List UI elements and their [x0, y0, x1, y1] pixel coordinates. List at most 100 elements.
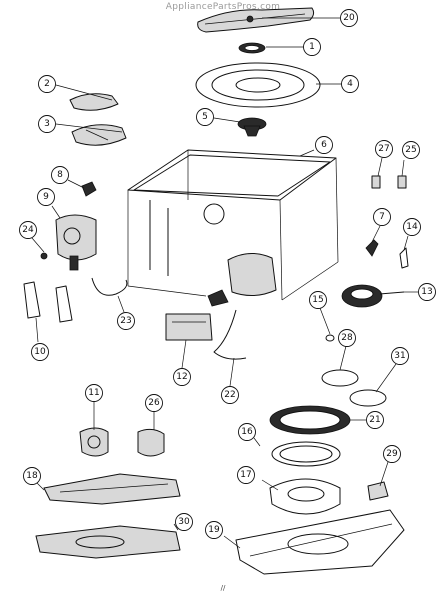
callout-circle	[37, 188, 55, 206]
callout-number: 8	[57, 170, 63, 180]
callout-circle	[19, 221, 37, 239]
callout-13: 13	[418, 283, 436, 301]
part-base-tray	[35, 525, 181, 559]
callout-number: 20	[343, 13, 355, 23]
callout-circle	[237, 466, 255, 484]
callout-6: 6	[315, 136, 333, 154]
callout-15: 15	[309, 291, 327, 309]
part-filter-disc	[195, 62, 321, 108]
callout-26: 26	[145, 394, 163, 412]
callout-number: 6	[321, 140, 327, 150]
callout-circle	[23, 467, 41, 485]
part-base-front	[43, 473, 181, 505]
callout-number: 1	[309, 42, 315, 52]
part-spray-arm-upper	[197, 7, 315, 33]
part-drain-hose	[91, 277, 128, 296]
callout-circle	[402, 141, 420, 159]
part-tub	[127, 149, 339, 307]
watermark-text: AppliancePartsPros.com	[165, 2, 281, 12]
callout-number: 29	[386, 449, 398, 459]
callout-number: 2	[44, 79, 50, 89]
part-pump-housing	[79, 427, 109, 457]
callout-27: 27	[375, 140, 393, 158]
part-impeller-hub	[237, 117, 267, 137]
callout-30: 30	[175, 513, 193, 531]
callout-number: 4	[347, 79, 353, 89]
callout-circle	[51, 166, 69, 184]
callout-circle	[366, 411, 384, 429]
callout-24: 24	[19, 221, 37, 239]
callout-number: 24	[22, 225, 34, 235]
callout-18: 18	[23, 467, 41, 485]
callout-28: 28	[338, 329, 356, 347]
part-seal-ring	[238, 42, 266, 54]
part-base-pan	[235, 509, 405, 575]
part-o-ring	[325, 334, 335, 342]
part-valve-connector	[81, 181, 97, 197]
callout-circle	[375, 140, 393, 158]
callout-circle	[373, 208, 391, 226]
callout-number: 17	[240, 470, 251, 480]
callout-circle	[238, 423, 256, 441]
callout-number: 26	[148, 398, 160, 408]
callout-11: 11	[85, 384, 103, 402]
callout-16: 16	[238, 423, 256, 441]
callout-circle	[221, 386, 239, 404]
callout-number: 21	[369, 415, 380, 425]
callout-number: 28	[341, 333, 353, 343]
callout-23: 23	[117, 312, 135, 330]
callout-8: 8	[51, 166, 69, 184]
part-screw	[40, 252, 48, 260]
callout-number: 13	[421, 287, 432, 297]
callout-number: 12	[176, 372, 187, 382]
callout-25: 25	[402, 141, 420, 159]
callout-number: 25	[405, 145, 416, 155]
part-sump-housing	[269, 478, 341, 515]
callout-circle	[117, 312, 135, 330]
callout-circle	[338, 329, 356, 347]
callout-circle	[173, 368, 191, 386]
callout-number: 15	[312, 295, 323, 305]
part-large-seal	[269, 405, 351, 435]
callout-number: 30	[178, 517, 190, 527]
callout-number: 3	[44, 119, 50, 129]
leader-lines	[31, 17, 418, 549]
callout-number: 27	[378, 144, 389, 154]
callout-circle	[340, 9, 358, 27]
part-bearing-ring	[271, 441, 341, 467]
part-bracket	[71, 124, 127, 146]
part-gasket-small	[321, 369, 359, 387]
part-float-switch	[365, 239, 379, 257]
callout-circle	[418, 283, 436, 301]
callout-circle	[383, 445, 401, 463]
callout-number: 5	[202, 112, 208, 122]
callout-number: 9	[43, 192, 49, 202]
callout-circle	[85, 384, 103, 402]
callout-circle	[341, 75, 359, 93]
part-cover	[69, 93, 119, 111]
callout-number: 31	[394, 351, 405, 361]
callout-circle	[175, 513, 193, 531]
callout-number: 23	[120, 316, 131, 326]
callout-5: 5	[196, 108, 214, 126]
callout-number: 16	[241, 427, 253, 437]
callout-circle	[31, 343, 49, 361]
callout-circle	[303, 38, 321, 56]
part-clip	[397, 175, 407, 189]
part-pump-motor	[341, 284, 405, 308]
callout-number: 10	[34, 347, 46, 357]
part-drain-pump	[137, 428, 165, 457]
callout-circle	[403, 218, 421, 236]
callout-circle	[196, 108, 214, 126]
callout-14: 14	[403, 218, 421, 236]
footer-mark: //	[220, 584, 226, 592]
callout-3: 3	[38, 115, 56, 133]
callout-9: 9	[37, 188, 55, 206]
part-frame-bracket	[23, 281, 73, 323]
callout-number: 19	[208, 525, 220, 535]
callout-number: 11	[88, 388, 99, 398]
callout-circle	[38, 75, 56, 93]
callout-circle	[309, 291, 327, 309]
